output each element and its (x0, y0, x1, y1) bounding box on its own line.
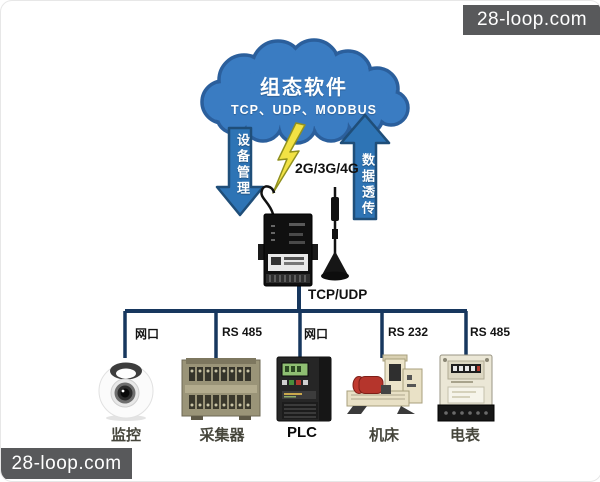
antenna-icon (321, 187, 349, 281)
cloud-protocols-label: TCP、UDP、MODBUS (231, 103, 377, 117)
machine-tool-image (346, 354, 423, 414)
cloud-title: 组态软件 (260, 77, 348, 99)
device-label-meter: 电表 (449, 427, 480, 444)
port-label-lan-1: 网口 (135, 327, 160, 341)
watermark-top-right: 28-loop.com (463, 5, 600, 35)
data-transparent-arrow (339, 113, 391, 221)
bus-lines (123, 285, 468, 358)
data-transparent-label: 数据透传 (360, 153, 375, 217)
meter-image (437, 354, 495, 422)
cloud-shape (200, 38, 410, 145)
wireless-network-label: 2G/3G/4G (295, 160, 359, 176)
device-label-camera: 监控 (110, 427, 141, 444)
port-label-lan-2: 网口 (304, 327, 329, 341)
device-label-collector: 采集器 (199, 427, 245, 444)
camera-image (98, 362, 154, 421)
lightning-icon (272, 122, 306, 194)
device-management-arrow (215, 126, 265, 217)
collector-image (181, 358, 261, 420)
device-label-plc: PLC (287, 424, 317, 441)
port-label-rs485-2: RS 485 (470, 325, 511, 339)
device-management-label: 设备管理 (235, 133, 250, 197)
plc-image (276, 356, 332, 422)
device-label-machine-tool: 机床 (368, 427, 399, 444)
port-label-rs232: RS 232 (388, 325, 429, 339)
tcp-udp-label: TCP/UDP (308, 287, 368, 302)
dtu-device-image (258, 185, 318, 287)
watermark-bottom-left: 28-loop.com (1, 448, 132, 479)
port-label-rs485-1: RS 485 (222, 325, 263, 339)
